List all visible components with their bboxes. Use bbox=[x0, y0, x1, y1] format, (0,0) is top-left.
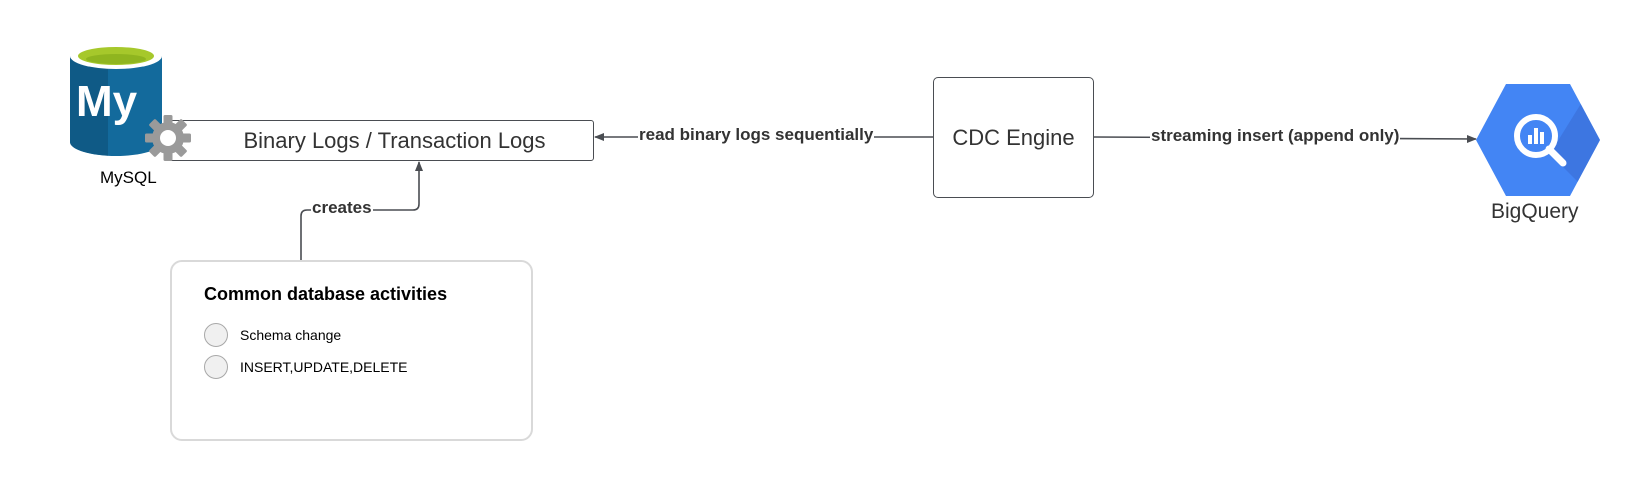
schema-change-label: Schema change bbox=[240, 327, 342, 343]
dml-label: INSERT,UPDATE,DELETE bbox=[240, 359, 408, 375]
card-title: Common database activities bbox=[204, 284, 448, 304]
streaming-edge-label: streaming insert (append only) bbox=[1150, 126, 1401, 146]
binary-logs-label: Binary Logs / Transaction Logs bbox=[243, 127, 546, 153]
mysql-database-icon[interactable]: My bbox=[68, 42, 164, 160]
bigquery-label: BigQuery bbox=[1491, 200, 1579, 223]
bigquery-hexagon-icon[interactable] bbox=[1474, 82, 1602, 198]
mysql-label: MySQL bbox=[100, 168, 157, 187]
cdc-engine-label: CDC Engine bbox=[952, 124, 1075, 150]
gear-icon bbox=[145, 115, 191, 161]
common-activities-card: Common database activities Schema change… bbox=[170, 260, 533, 441]
read-edge-label: read binary logs sequentially bbox=[638, 125, 875, 145]
cdc-engine-box[interactable]: CDC Engine bbox=[933, 77, 1094, 198]
schema-change-checkbox[interactable] bbox=[204, 323, 228, 347]
mysql-logo-text: My bbox=[76, 77, 138, 126]
creates-edge-label: creates bbox=[311, 198, 373, 218]
dml-checkbox[interactable] bbox=[204, 355, 228, 379]
binary-logs-box[interactable]: Binary Logs / Transaction Logs bbox=[165, 120, 594, 161]
